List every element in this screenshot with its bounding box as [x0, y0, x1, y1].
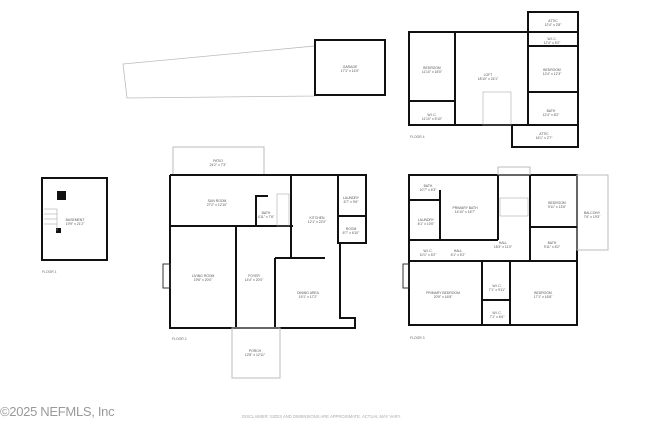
floor3-walls: [402, 166, 609, 326]
floor2-label: FLOOR 2: [172, 337, 187, 341]
floor2-walls: [162, 146, 367, 379]
room-label-wic: W.I.C.11'10" x 5'10": [421, 113, 443, 121]
basement-walls: [41, 177, 108, 261]
room-label-wic: W.I.C.12'4" x 5'2": [543, 37, 561, 45]
garage-walls: [314, 39, 386, 96]
copyright-watermark: ©2025 NEFMLS, Inc: [0, 404, 115, 419]
floor3-label: FLOOR 3: [410, 336, 425, 340]
floor4-label: FLOOR 4: [410, 135, 425, 139]
floor4-walls: [408, 11, 579, 148]
room-label-wic: W.I.C.10'1" x 5'2": [419, 249, 437, 257]
floor1-label: FLOOR 1: [42, 270, 57, 274]
disclaimer: DISCLAIMER: SIZES AND DIMENSIONS ARE APP…: [242, 414, 402, 419]
room-label-wic: W.I.C.7'1" x 9'11": [488, 284, 506, 292]
driveway: [122, 45, 316, 99]
room-label-wic: W.I.C.7'1" x 6'6": [489, 311, 505, 319]
